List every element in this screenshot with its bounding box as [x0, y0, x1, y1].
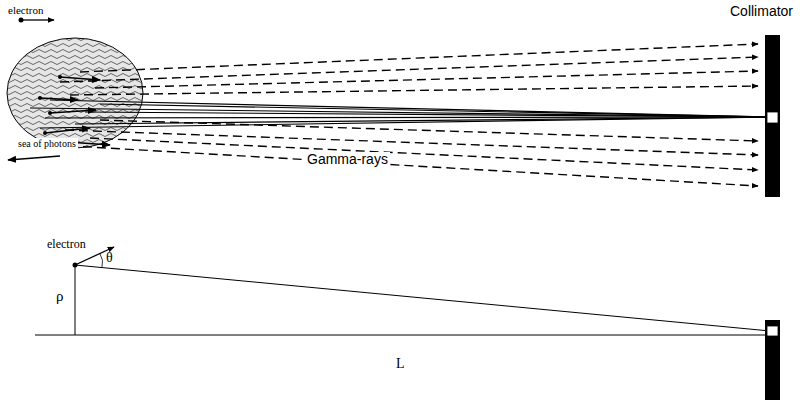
- collimator-hole: [767, 326, 778, 336]
- label: ρ: [56, 288, 64, 305]
- angle-arc: [100, 254, 103, 267]
- collimator-hole: [767, 112, 778, 123]
- sight-line: [75, 265, 770, 331]
- rho-line: [75, 265, 76, 335]
- label: Collimator: [730, 4, 793, 19]
- electron-arrow: [23, 19, 54, 20]
- axis: [35, 335, 768, 336]
- photon-arrow: [8, 156, 60, 160]
- electron-dot: [19, 18, 24, 23]
- label: electron: [8, 4, 43, 16]
- gamma-ray-solid: [30, 100, 768, 128]
- label: Gamma-rays: [305, 152, 390, 167]
- collimator: [765, 35, 780, 197]
- label: θ: [106, 250, 113, 265]
- label: L: [396, 356, 405, 371]
- label: electron: [47, 238, 86, 251]
- scattered-electron: [40, 77, 110, 145]
- label: sea of photons: [16, 138, 78, 149]
- collimator: [765, 320, 780, 400]
